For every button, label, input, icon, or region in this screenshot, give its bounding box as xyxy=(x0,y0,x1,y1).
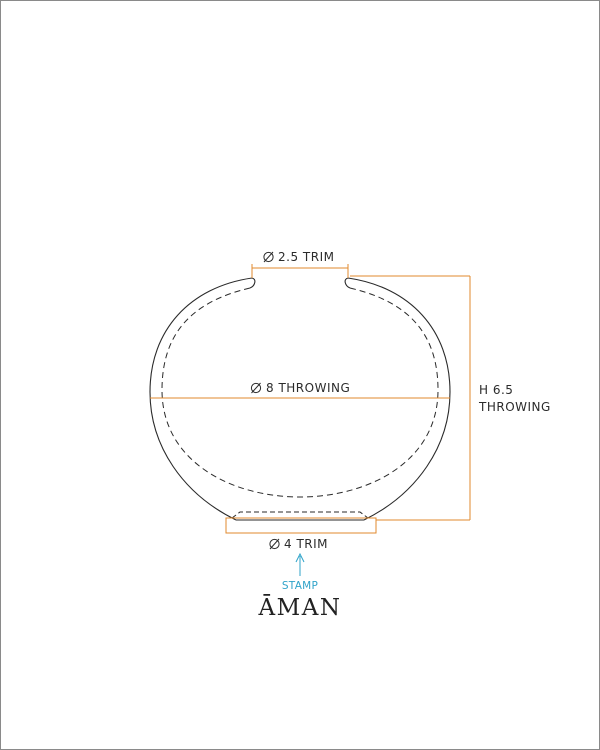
foot-label: 4 TRIM xyxy=(269,537,328,551)
stamp-label: STAMP xyxy=(282,580,318,592)
max-width-text: 8 THROWING xyxy=(266,381,350,395)
diameter-symbol-icon xyxy=(263,251,274,263)
top-opening-label: 2.5 TRIM xyxy=(263,250,334,264)
top-opening-text: 2.5 TRIM xyxy=(278,250,334,264)
height-label-line1: H 6.5 xyxy=(479,383,513,397)
height-label-line2: THROWING xyxy=(478,400,551,414)
height-dimension xyxy=(350,275,471,521)
diameter-symbol-icon xyxy=(269,538,280,550)
diameter-symbol-icon xyxy=(250,382,262,394)
diameter-symbol-icon-slash xyxy=(263,251,274,263)
foot-dimension xyxy=(225,517,377,534)
max-width-label: 8 THROWING xyxy=(250,381,350,395)
diameter-symbol-icon-slash xyxy=(251,382,261,394)
top-opening-dimension xyxy=(251,264,349,278)
arrow-up-icon xyxy=(295,552,305,576)
diameter-symbol-icon-slash xyxy=(269,538,280,550)
pot-outline xyxy=(149,277,451,521)
foot-ring-dashed xyxy=(231,511,369,519)
stamp-logo: ĀMAN xyxy=(258,595,342,621)
foot-text: 4 TRIM xyxy=(284,537,328,551)
pot-inner-profile xyxy=(161,287,439,498)
